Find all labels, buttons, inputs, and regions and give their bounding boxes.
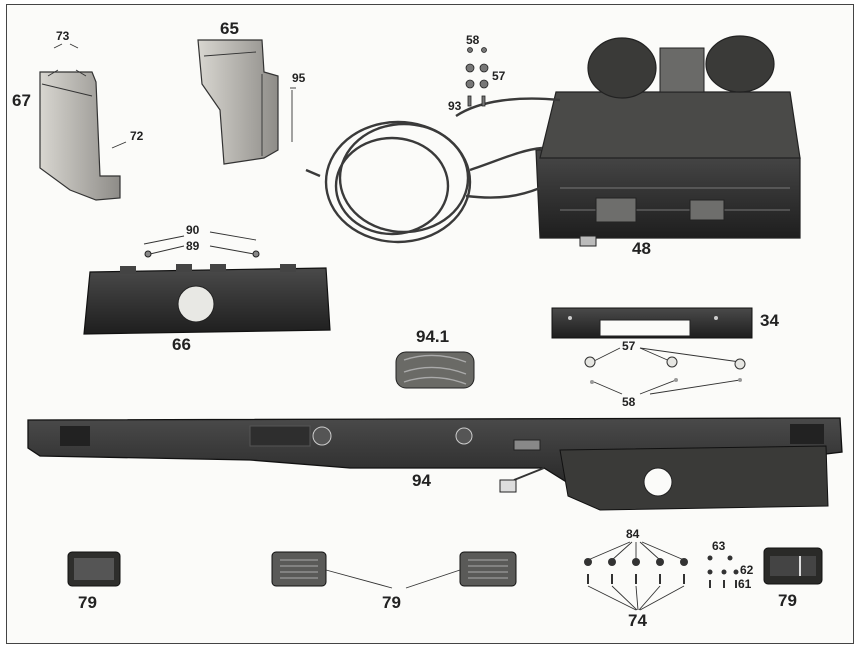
leader-72 bbox=[111, 141, 127, 149]
label-79-right: 79 bbox=[778, 591, 797, 610]
parts-84-74-clips bbox=[584, 541, 688, 611]
label-89: 89 bbox=[186, 239, 200, 253]
label-63: 63 bbox=[712, 539, 726, 553]
label-94: 94 bbox=[412, 471, 431, 490]
label-62: 62 bbox=[740, 563, 754, 577]
label-73: 73 bbox=[56, 29, 70, 43]
label-57-upper: 57 bbox=[492, 69, 506, 83]
part-94-dashboard-duct bbox=[27, 417, 843, 511]
leader-79-b bbox=[405, 569, 461, 589]
label-95: 95 bbox=[292, 71, 306, 85]
label-65: 65 bbox=[220, 19, 239, 38]
part-79-vent-right bbox=[763, 547, 823, 585]
parts-63-62-61-hardware bbox=[707, 555, 739, 588]
leader-73-a bbox=[53, 43, 63, 49]
label-58-upper: 58 bbox=[466, 33, 480, 47]
label-79-middle: 79 bbox=[382, 593, 401, 612]
part-34-bracket-bar bbox=[551, 307, 753, 339]
leader-79-a bbox=[325, 569, 393, 589]
label-61: 61 bbox=[738, 577, 752, 591]
part-94-1-foam-roll bbox=[395, 351, 475, 389]
part-79-vent-left bbox=[67, 551, 121, 587]
part-65-bracket bbox=[197, 39, 279, 165]
label-74: 74 bbox=[628, 611, 647, 630]
part-66-duct-cover bbox=[83, 264, 331, 335]
label-84: 84 bbox=[626, 527, 640, 541]
label-66: 66 bbox=[172, 335, 191, 354]
part-79-vent-mid-left bbox=[271, 551, 327, 587]
part-89-washer-left bbox=[144, 250, 152, 258]
label-94-1: 94.1 bbox=[416, 327, 449, 346]
hardware-58-57-93 bbox=[465, 47, 489, 107]
label-34: 34 bbox=[760, 311, 779, 330]
label-48: 48 bbox=[632, 239, 651, 258]
part-48-blower-unit bbox=[535, 35, 801, 247]
label-58-lower: 58 bbox=[622, 395, 636, 409]
label-72: 72 bbox=[130, 129, 144, 143]
label-79-left: 79 bbox=[78, 593, 97, 612]
leader-89-right bbox=[209, 245, 255, 255]
label-90: 90 bbox=[186, 223, 200, 237]
part-89-washer-right bbox=[252, 250, 260, 258]
leader-90-left bbox=[143, 235, 185, 245]
label-67: 67 bbox=[12, 91, 31, 110]
label-93: 93 bbox=[448, 99, 462, 113]
leader-73-b bbox=[69, 43, 79, 49]
wiring-harness bbox=[305, 97, 561, 244]
part-67-side-panel bbox=[39, 69, 121, 201]
label-57-lower: 57 bbox=[622, 339, 636, 353]
part-79-vent-mid-right bbox=[459, 551, 517, 587]
hardware-57-58-lower bbox=[584, 347, 746, 395]
leader-90-right bbox=[209, 231, 257, 241]
leader-89-left bbox=[149, 245, 185, 255]
